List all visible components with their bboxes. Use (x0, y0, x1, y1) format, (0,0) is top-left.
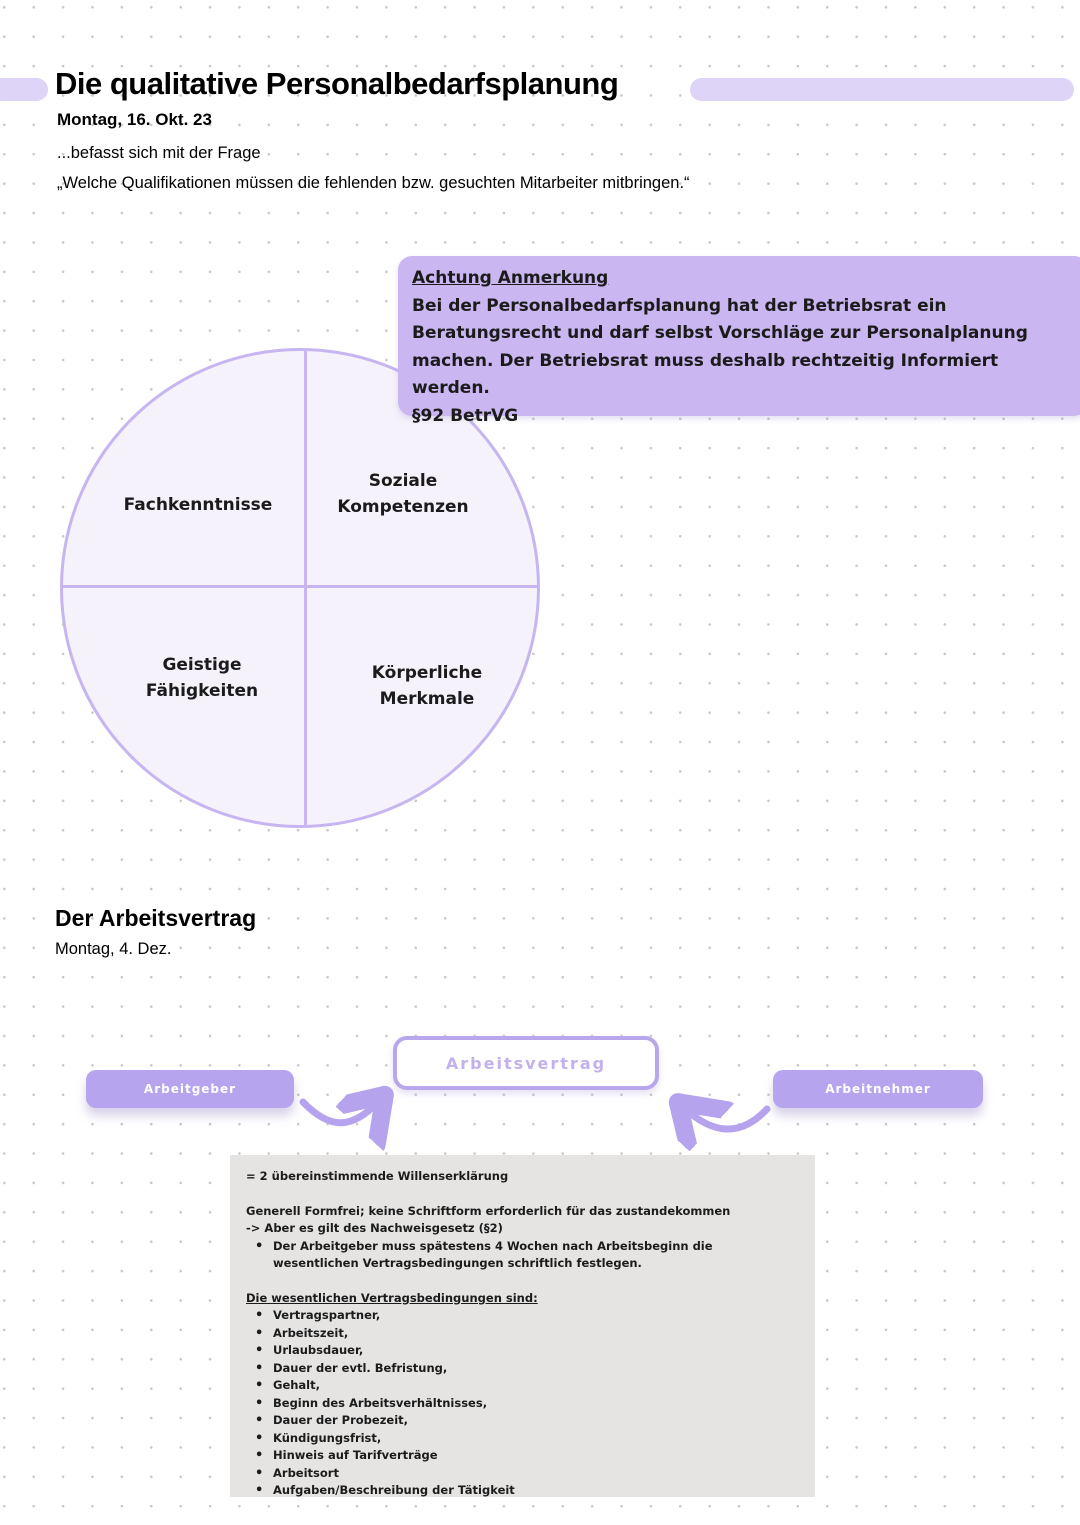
contract-definition: = 2 übereinstimmende Willenserklärung (246, 1169, 509, 1183)
spacer (246, 1186, 799, 1203)
quadrant-label-koerperliche-merkmale: Körperliche Merkmale (371, 663, 483, 709)
quadrant-divider-vertical (304, 351, 307, 825)
contract-right-pill: Arbeitnehmer (773, 1070, 983, 1108)
contract-details-box: = 2 übereinstimmende Willenserklärung Ge… (230, 1155, 815, 1500)
arrow-arbeitgeber-to-vertrag (299, 1100, 380, 1123)
intro-line-1: ...befasst sich mit der Frage (57, 144, 261, 162)
contract-center-box: Arbeitsvertrag (393, 1036, 659, 1090)
list-item: Urlaubsdauer, (246, 1342, 726, 1360)
list-item: Aufgaben/Beschreibung der Tätigkeit (246, 1482, 726, 1500)
list-item: Gehalt, (246, 1377, 726, 1395)
title-highlight-left (0, 78, 48, 101)
note-box-reference: §92 BetrVG (412, 405, 519, 426)
contract-list-heading: Die wesentlichen Vertragsbedingungen sin… (246, 1290, 538, 1305)
quadrant-label-geistige-faehigkeiten: Geistige Fähigkeiten (145, 655, 259, 701)
note-box-body: Bei der Personalbedarfsplanung hat der B… (412, 295, 1028, 399)
quadrant-label-fachkenntnisse: Fachkenntnisse (123, 495, 273, 515)
intro-line-2: „Welche Qualifikationen müssen die fehle… (57, 174, 690, 192)
list-item: Kündigungsfrist, (246, 1430, 726, 1448)
contract-form-line2: -> Aber es gilt des Nachweisgesetz (§2) (246, 1221, 503, 1235)
contract-form-list: Der Arbeitgeber muss spätestens 4 Wochen… (246, 1238, 799, 1273)
quadrant-divider-horizontal (63, 585, 537, 588)
contract-form-line1: Generell Formfrei; keine Schriftform erf… (246, 1203, 731, 1218)
list-item: Arbeitszeit, (246, 1325, 726, 1343)
list-item: Dauer der Probezeit, (246, 1412, 726, 1430)
list-item: Beginn des Arbeitsverhältnisses, (246, 1395, 726, 1413)
title-highlight-right (690, 78, 1074, 101)
arrow-arbeitnehmer-to-vertrag (683, 1107, 771, 1129)
list-item: Vertragspartner, (246, 1307, 726, 1325)
list-item: Hinweis auf Tarifverträge (246, 1447, 726, 1465)
list-item: Dauer der evtl. Befristung, (246, 1360, 726, 1378)
note-box-heading: Achtung Anmerkung (412, 268, 609, 288)
page-title: Die qualitative Personalbedarfsplanung (55, 66, 619, 101)
spacer (246, 1273, 799, 1290)
section2-date: Montag, 4. Dez. (55, 940, 172, 958)
contract-conditions-list: Vertragspartner, Arbeitszeit, Urlaubsdau… (246, 1307, 799, 1500)
quadrant-circle (60, 348, 540, 828)
section2-title: Der Arbeitsvertrag (55, 905, 257, 931)
list-item: Arbeitsort (246, 1465, 726, 1483)
contract-left-pill: Arbeitgeber (86, 1070, 294, 1108)
page-date: Montag, 16. Okt. 23 (57, 110, 212, 129)
note-box: Achtung Anmerkung Bei der Personalbedarf… (398, 256, 1080, 426)
list-item: Der Arbeitgeber muss spätestens 4 Wochen… (246, 1238, 726, 1273)
quadrant-label-soziale-kompetenzen: Soziale Kompetenzen (337, 471, 469, 517)
